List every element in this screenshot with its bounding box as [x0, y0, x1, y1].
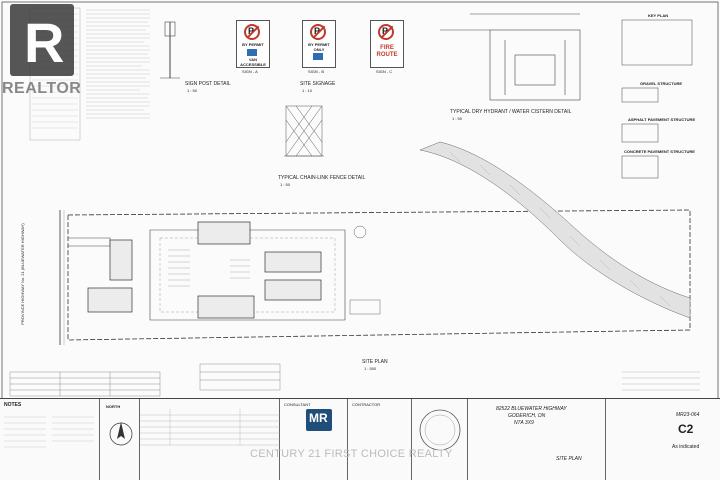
project-number: MR23-064	[676, 412, 700, 418]
no-parking-icon	[378, 24, 394, 40]
highway-label: PROVINCE HIGHWAY No. 21 (BLUEWATER HIGHW…	[19, 223, 25, 325]
seal-panel	[412, 399, 468, 480]
consultant-logo-icon	[306, 409, 332, 431]
sign-c-caption: SIGN - C	[376, 69, 393, 74]
sign-a-caption: SIGN - A	[242, 69, 258, 74]
site-signage-scale: 1 : 10	[302, 88, 313, 93]
sheet-number: C2	[678, 422, 694, 436]
accessible-icon	[313, 53, 323, 60]
engineer-seal-icon	[419, 409, 461, 451]
contractor-panel: CONTRACTOR	[348, 399, 412, 480]
sign-a: P BY PERMIT VAN ACCESSIBLE	[236, 20, 270, 68]
address-line-2: GODERICH, ON	[508, 413, 546, 419]
hydrant-detail-title: TYPICAL DRY HYDRANT / WATER CISTERN DETA…	[450, 109, 572, 115]
site-plan-scale: 1 : 500	[364, 366, 377, 371]
sign-c: P FIRE ROUTE	[370, 20, 404, 68]
site-plan-title: SITE PLAN	[362, 359, 388, 365]
gravel-structure-title: GRAVEL STRUCTURE	[640, 81, 683, 86]
fence-detail-title: TYPICAL CHAIN-LINK FENCE DETAIL	[278, 175, 366, 181]
fence-detail-scale: 1 : 50	[280, 182, 291, 187]
site-signage-title: SITE SIGNAGE	[300, 81, 336, 87]
address-line-3: N7A 3X9	[514, 420, 534, 426]
sign-post-detail-scale: 1 : 50	[187, 88, 198, 93]
concrete-structure-title: CONCRETE PAVEMENT STRUCTURE	[624, 149, 695, 154]
drawing-scale: As indicated	[672, 444, 700, 450]
sign-b: P BY PERMIT ONLY	[302, 20, 336, 68]
realtor-logo-icon: R	[10, 4, 74, 76]
notes-panel: NOTES	[0, 399, 100, 480]
sign-post-detail-title: SIGN POST DETAIL	[185, 81, 231, 87]
key-plan-title: KEY PLAN	[648, 13, 669, 18]
sheet-number-panel: MR23-064 C2 As indicated	[606, 399, 720, 480]
broker-watermark: CENTURY 21 FIRST CHOICE REALTY	[250, 448, 453, 460]
address-line-1: 82522 BLUEWATER HIGHWAY	[496, 406, 567, 412]
accessible-icon	[247, 49, 257, 56]
sign-b-caption: SIGN - B	[308, 69, 325, 74]
project-address-panel: 82522 BLUEWATER HIGHWAY GODERICH, ON N7A…	[468, 399, 606, 480]
no-parking-icon	[244, 24, 260, 40]
revision-table	[140, 399, 280, 480]
title-block: NOTES NORTH	[0, 398, 720, 480]
realtor-wordmark: REALTOR	[2, 80, 82, 97]
north-arrow-icon	[109, 422, 133, 446]
sheet-title: SITE PLAN	[556, 456, 582, 462]
realtor-watermark: R REALTOR	[0, 0, 82, 100]
hydrant-detail-scale: 1 : 50	[452, 116, 463, 121]
no-parking-icon	[310, 24, 326, 40]
consultant-panel: CONSULTANT MR	[280, 399, 348, 480]
asphalt-structure-title: ASPHALT PAVEMENT STRUCTURE	[628, 117, 696, 122]
north-arrow-panel: NORTH	[100, 399, 140, 480]
